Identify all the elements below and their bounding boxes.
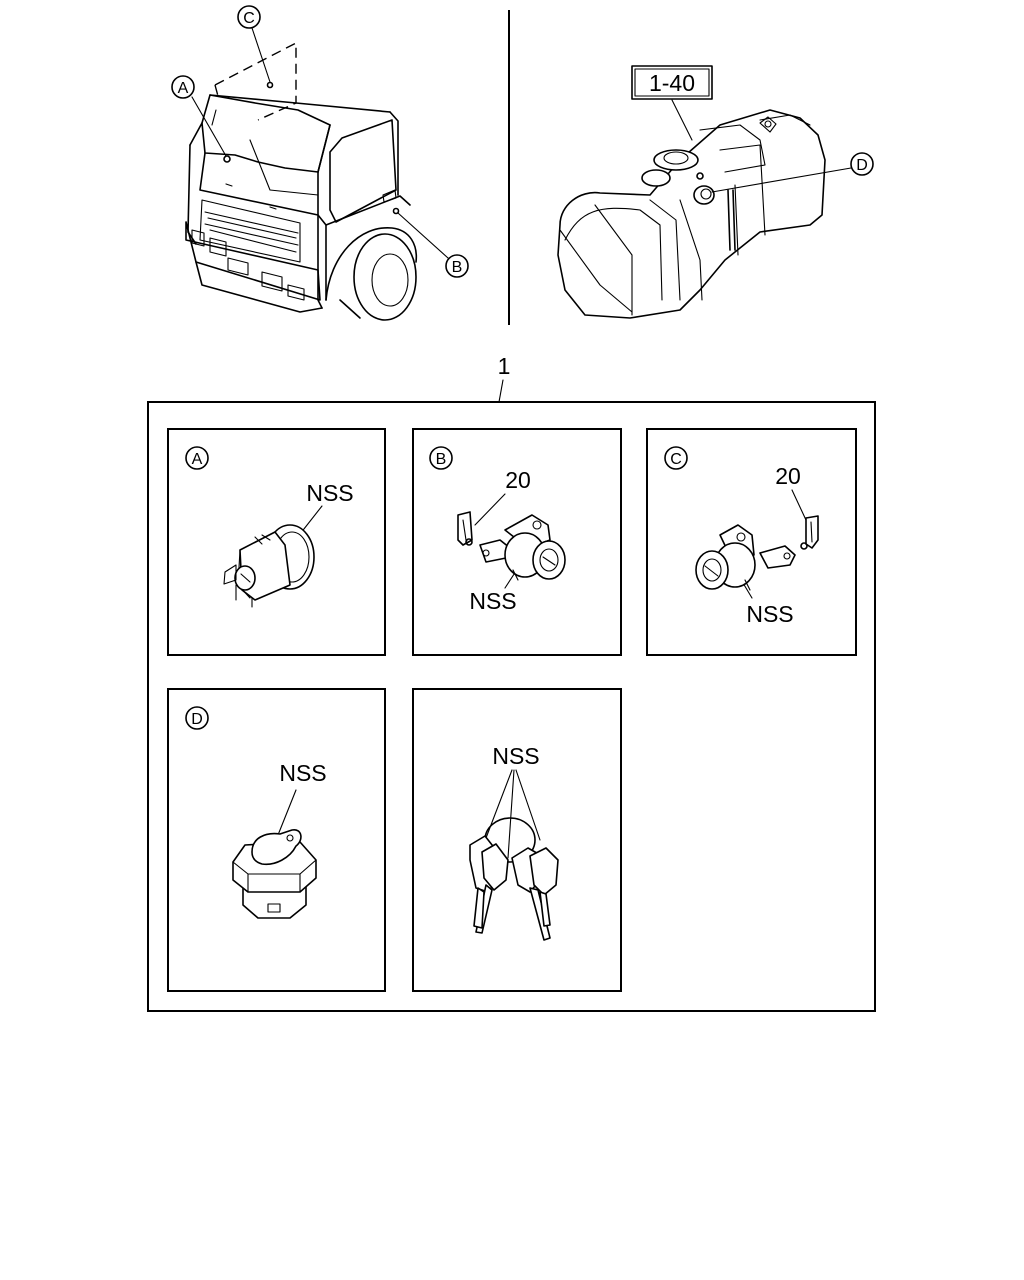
- panel-c-label-nss: NSS: [746, 601, 793, 627]
- panel-keys: NSS: [412, 688, 622, 992]
- callout-c-circle: [237, 5, 261, 29]
- door-lock-cylinder: [695, 524, 796, 591]
- panel-a: A NSS: [167, 428, 386, 656]
- callout-d-circle: [850, 152, 874, 176]
- door-lock-cylinder: [479, 514, 566, 581]
- key-set: [469, 817, 559, 941]
- assembly-number-label: 1: [498, 353, 511, 379]
- panel-a-letter: A: [192, 451, 203, 468]
- retaining-clip: [800, 515, 819, 550]
- fuel-tank-illustration: 1-40 D: [557, 65, 874, 319]
- callout-d-label: D: [856, 157, 868, 174]
- callout-a-label: A: [178, 80, 189, 97]
- assembly-frame: [147, 401, 876, 1012]
- panel-d-letter: D: [191, 711, 203, 728]
- reference-label: 1-40: [649, 70, 695, 96]
- callout-a-circle: [171, 75, 195, 99]
- panel-c-letter: C: [670, 451, 682, 468]
- panel-c: C 20 NSS: [646, 428, 857, 656]
- panel-d-label-nss: NSS: [279, 760, 326, 786]
- panel-d: D NSS: [167, 688, 386, 992]
- retaining-clip: [457, 511, 473, 546]
- callout-c-label: C: [243, 10, 255, 27]
- panel-keys-label-nss: NSS: [492, 743, 539, 769]
- panel-b-letter: B: [436, 451, 447, 468]
- panel-b-label-20: 20: [505, 467, 531, 493]
- panel-a-label-nss: NSS: [306, 480, 353, 506]
- callout-b-circle: [445, 254, 469, 278]
- callout-b-label: B: [452, 259, 463, 276]
- panel-b-label-nss: NSS: [469, 588, 516, 614]
- truck-cab-illustration: A C B: [171, 5, 469, 321]
- ignition-lock-cylinder: [223, 524, 315, 608]
- panel-b: B 20 NSS: [412, 428, 622, 656]
- reference-box: [631, 65, 713, 100]
- panel-c-label-20: 20: [775, 463, 801, 489]
- fuel-filler-cap: [232, 829, 317, 919]
